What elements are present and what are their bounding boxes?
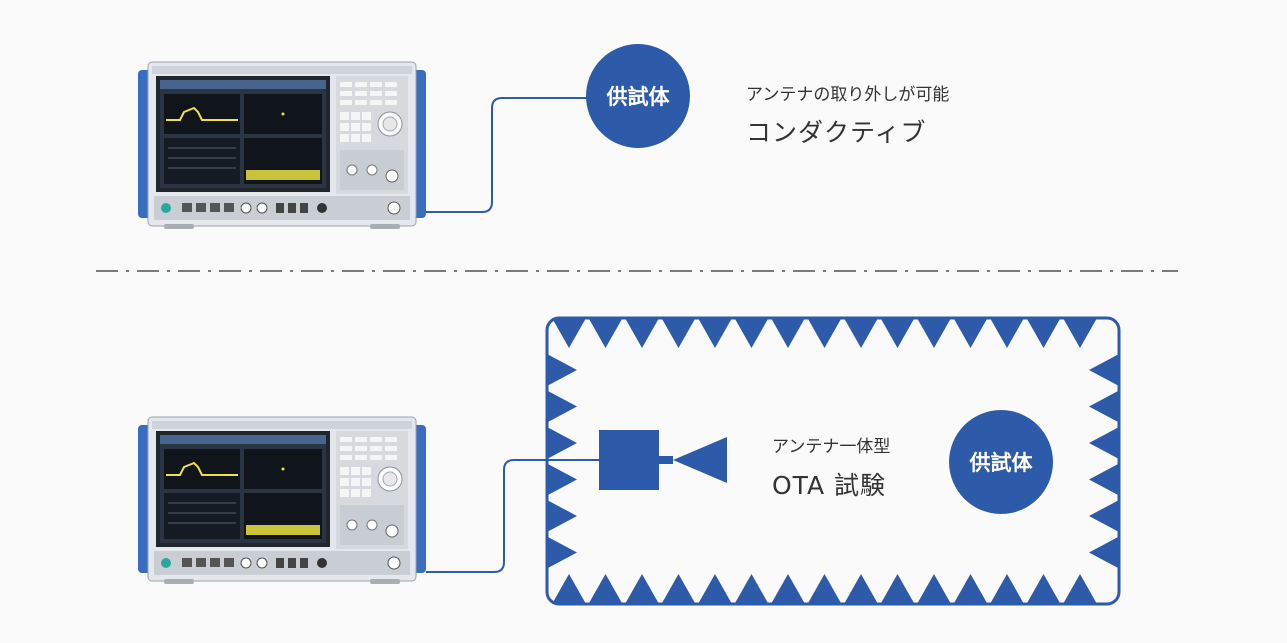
dut-label-top: 供試体 [606,85,670,109]
caption-small-top: アンテナの取り外しが可能 [746,85,950,105]
absorber-wedge [917,574,951,604]
absorber-wedge [953,574,988,604]
absorber-wedge [990,574,1024,604]
absorber-wedge [547,427,577,459]
signal-analyzer-bottom [137,416,427,585]
antenna-feed [659,456,673,464]
absorber-wedge [771,318,805,348]
absorber-wedge [552,318,586,348]
absorber-wedge [547,463,577,496]
absorber-wedge [844,574,878,604]
caption-small-bottom: アンテナ一体型 [772,437,891,457]
absorber-wedge [917,318,951,348]
antenna-mount-block [599,430,659,490]
absorber-wedge [1026,574,1061,604]
caption-large-top: コンダクティブ [746,118,927,147]
absorber-wedge [698,318,732,348]
absorber-wedge [990,318,1024,348]
absorber-wedge [807,318,842,348]
absorber-wedge [734,318,769,348]
absorber-wedge [625,318,659,348]
absorber-wedge [1089,354,1119,386]
rf-absorber-wedges [547,318,1119,604]
absorber-wedge [1063,574,1097,604]
absorber-wedge [698,574,732,604]
absorber-wedge [588,574,623,604]
absorber-wedge [734,574,769,604]
absorber-wedge [807,574,842,604]
absorber-wedge [552,574,586,604]
absorber-wedge [661,574,696,604]
absorber-wedge [1063,318,1097,348]
rf-cable-top [426,97,590,213]
absorber-wedge [1089,463,1119,496]
absorber-wedge [625,574,659,604]
dut-circle-bottom: 供試体 [949,410,1053,514]
horn-antenna-icon [673,437,727,483]
absorber-wedge [547,500,577,532]
absorber-wedge [1089,427,1119,459]
caption-large-bottom: OTA 試験 [772,471,887,500]
absorber-wedge [880,318,915,348]
absorber-wedge [844,318,878,348]
absorber-wedge [1089,390,1119,423]
absorber-wedge [771,574,805,604]
absorber-wedge [953,318,988,348]
dut-circle-top: 供試体 [586,44,690,148]
absorber-wedge [1089,536,1119,569]
absorber-wedge [1026,318,1061,348]
dut-label-bottom: 供試体 [969,451,1033,475]
absorber-wedge [588,318,623,348]
signal-analyzer-top [137,61,427,230]
absorber-wedge [547,354,577,386]
absorber-wedge [547,536,577,569]
absorber-wedge [547,390,577,423]
absorber-wedge [1089,500,1119,532]
rf-cable-bottom [426,459,600,573]
absorber-wedge [661,318,696,348]
absorber-wedge [880,574,915,604]
